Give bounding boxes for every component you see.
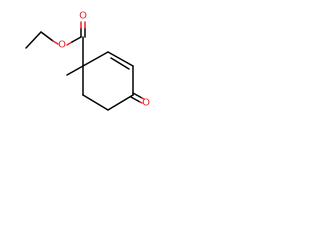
bond-ch2-oxygen-black — [40, 31, 54, 42]
bond-ketone-double-b-black — [130, 96, 141, 103]
ring-bond-c2-c3-inner — [110, 57, 130, 70]
ring-bond-c5-c6 — [82, 94, 109, 111]
bond-ring-methyl — [66, 65, 84, 76]
structure-canvas: O O O — [0, 0, 150, 150]
ring-bond-c4-c5 — [107, 94, 134, 111]
atom-ester-oxygen: O — [58, 40, 66, 51]
bond-oxygen-carbonyl-red — [66, 41, 73, 46]
bond-ketone-double-a-black — [132, 92, 143, 99]
ring-bond-c2-c3 — [107, 51, 134, 67]
atom-ketone-oxygen: O — [142, 98, 150, 109]
ring-bond-c1-c2 — [82, 51, 109, 67]
bond-ch2-oxygen-red — [52, 40, 59, 45]
molecule-structure: O O O — [25, 11, 150, 111]
bond-ketone-double-a-red — [141, 97, 145, 100]
bond-oxygen-carbonyl-black — [71, 36, 82, 43]
bond-ketone-double-b-red — [139, 101, 143, 104]
atom-carbonyl-oxygen: O — [79, 11, 87, 22]
bond-methyl-ch2 — [25, 31, 42, 49]
